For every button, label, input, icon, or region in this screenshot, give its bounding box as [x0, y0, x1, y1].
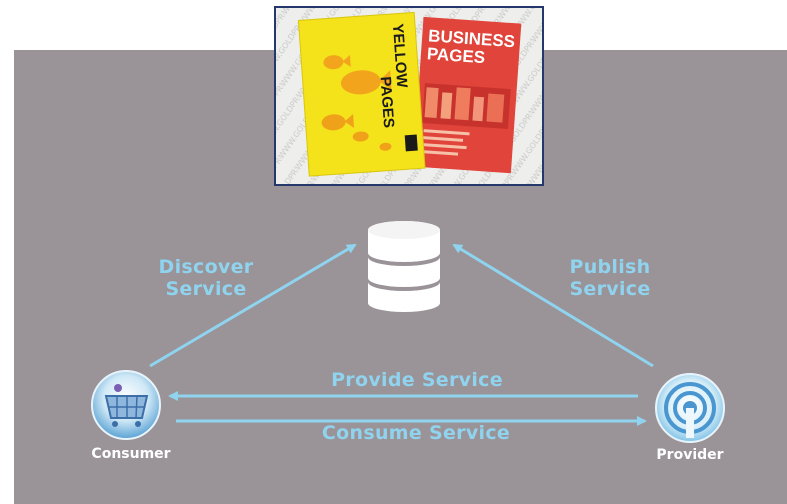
shopping-cart-icon	[91, 370, 161, 440]
registry-database-icon	[368, 221, 440, 312]
discover-arrow	[149, 243, 357, 368]
broadcast-icon	[655, 373, 725, 443]
discover-service-label: Discover Service	[158, 256, 254, 300]
books-illustration: WWW.GOLDPRINTING.CC BUSINESS PAGES	[276, 8, 542, 184]
svg-text:PAGES: PAGES	[377, 76, 398, 128]
provider-label: Provider	[656, 447, 724, 463]
yellow-pages-book: YELLOW PAGES	[297, 11, 426, 177]
consume-service-label: Consume Service	[321, 422, 511, 444]
consumer-label: Consumer	[91, 446, 171, 462]
publish-service-label: Publish Service	[569, 256, 651, 300]
directory-books-image: WWW.GOLDPRINTING.CC BUSINESS PAGES	[274, 6, 544, 186]
provide-service-label: Provide Service	[331, 369, 503, 391]
svg-text:YELLOW: YELLOW	[389, 23, 410, 89]
business-pages-book: BUSINESS PAGES	[413, 16, 522, 174]
publish-arrow	[452, 243, 654, 368]
svg-text:PAGES: PAGES	[426, 44, 485, 67]
